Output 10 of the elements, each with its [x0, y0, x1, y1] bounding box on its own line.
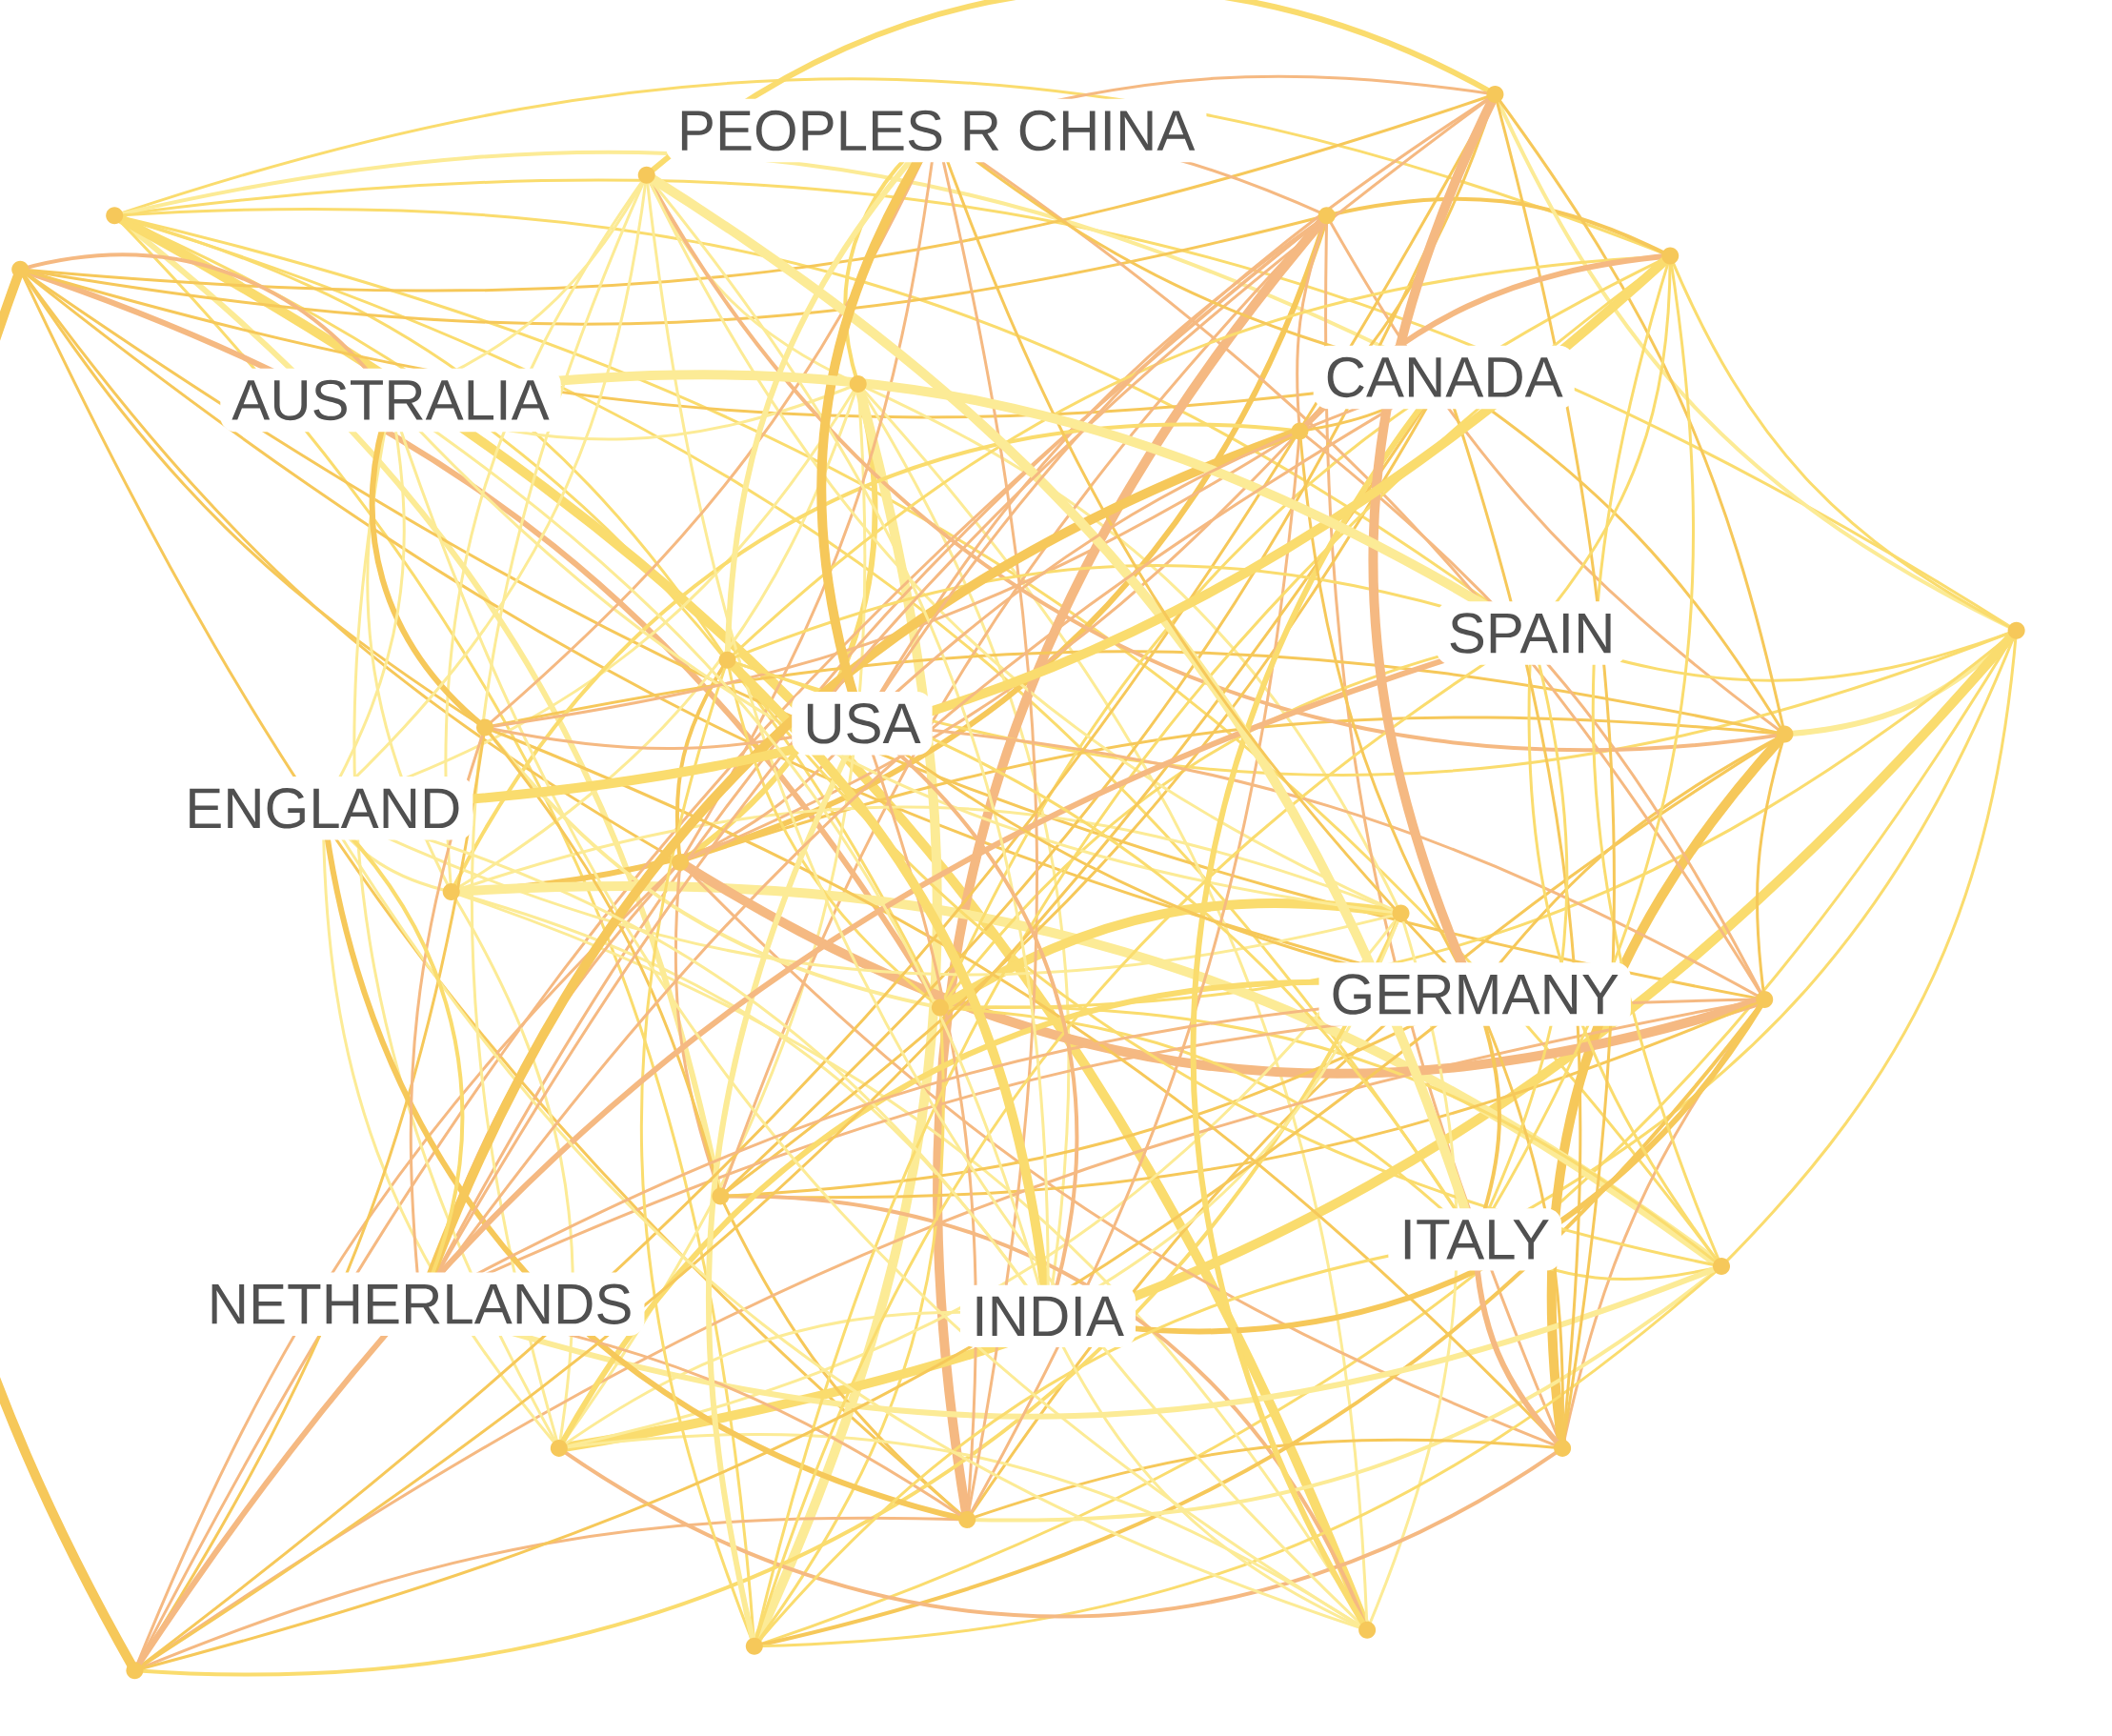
country-label: AUSTRALIA [220, 368, 561, 433]
country-label: ENGLAND [173, 777, 473, 840]
country-label: ITALY [1388, 1208, 1562, 1271]
country-label: SPAIN [1436, 601, 1627, 665]
country-label: NETHERLANDS [195, 1272, 645, 1336]
country-label: INDIA [960, 1284, 1136, 1348]
country-label: CANADA [1313, 345, 1575, 410]
country-label: GERMANY [1318, 962, 1631, 1026]
country-label: PEOPLES R CHINA [665, 98, 1207, 163]
country-label: USA [792, 692, 933, 756]
